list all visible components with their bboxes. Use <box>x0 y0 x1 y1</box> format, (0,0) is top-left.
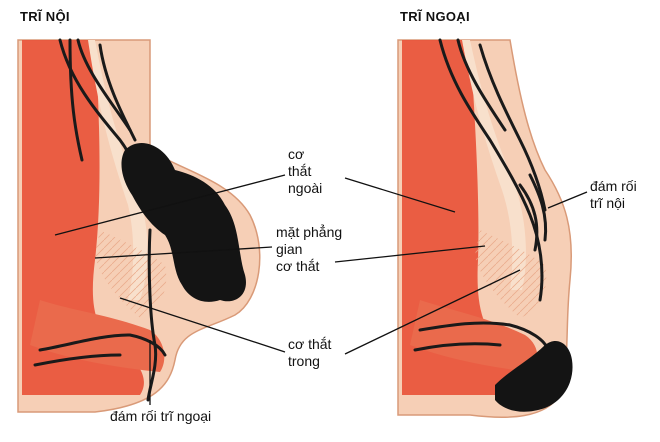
leader-lines <box>54 174 588 405</box>
label-external-sphincter: cơ thắt ngoài <box>288 146 322 197</box>
leader-external-sphincter-left <box>54 174 286 236</box>
title-internal-hemorrhoids: TRĨ NỘI <box>20 9 70 24</box>
leader-intersphincteric-left <box>94 246 273 259</box>
label-line: cơ <box>288 146 305 162</box>
leader-external-sphincter-right <box>344 177 456 213</box>
leader-internal-left <box>119 297 286 353</box>
left-mucosa <box>88 40 148 300</box>
right-panel <box>397 38 573 418</box>
leader-internal-plexus <box>547 191 588 209</box>
label-line: trĩ nội <box>590 195 626 211</box>
label-line: cơ thắt <box>276 258 320 274</box>
external-hemorrhoid-mass <box>495 340 573 412</box>
right-mucosa <box>462 40 526 290</box>
label-line: ngoài <box>288 180 323 196</box>
left-vessels <box>33 38 167 402</box>
left-panel <box>17 38 261 413</box>
right-vessels <box>413 38 550 352</box>
label-internal-plexus: đám rối trĩ nội <box>590 178 637 212</box>
label-line: trong <box>288 353 320 369</box>
label-line: cơ thắt <box>288 336 332 352</box>
label-line: thắt <box>288 163 312 179</box>
label-internal-sphincter: cơ thắt trong <box>288 336 331 370</box>
right-internal-sphincter <box>410 300 538 372</box>
leader-internal-right <box>344 269 521 355</box>
label-line: đám rối <box>590 178 637 194</box>
left-fiber-area <box>95 230 167 318</box>
label-external-plexus: đám rối trĩ ngoại <box>110 408 212 424</box>
left-internal-sphincter <box>30 300 165 372</box>
label-line: mặt phẳng <box>276 224 343 240</box>
internal-hemorrhoid-mass <box>121 142 246 302</box>
label-intersphincteric-plane: mặt phẳng gian cơ thắt <box>276 224 342 275</box>
leader-intersphincteric-right <box>334 245 486 263</box>
label-line: gian <box>276 241 303 257</box>
title-external-hemorrhoids: TRĨ NGOẠI <box>400 9 470 24</box>
